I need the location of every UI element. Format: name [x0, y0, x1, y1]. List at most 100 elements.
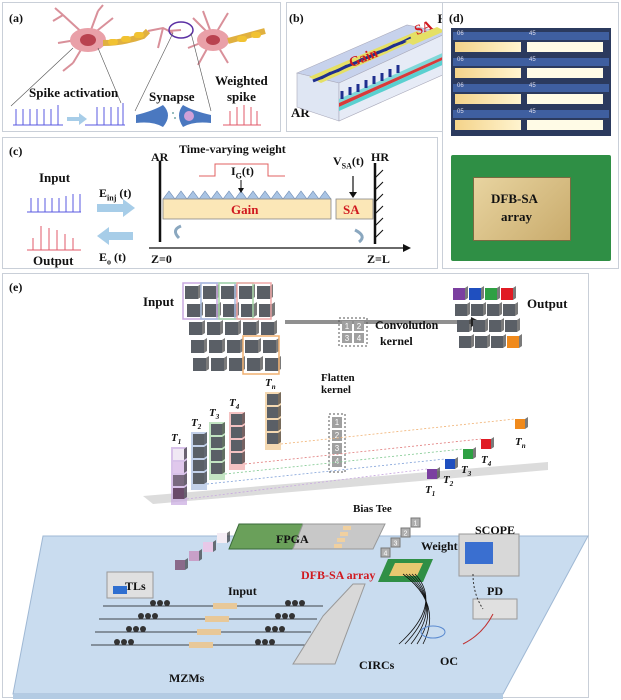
package-label-line1: DFB-SA — [491, 191, 538, 206]
input-matrix-cell — [243, 320, 259, 335]
mapping-dotted-line — [244, 438, 482, 465]
vsa-arg: (t) — [351, 154, 364, 168]
package-label-line2: array — [501, 209, 533, 224]
setup-input-label: Input — [228, 584, 257, 598]
vsa-label: VSA(t) — [333, 154, 364, 170]
fiber-spool — [275, 613, 281, 619]
output-matrix-cell — [459, 334, 474, 348]
e-o-arg: (t) — [111, 250, 127, 264]
panel-c: (c) Input Output Einj (t — [2, 137, 438, 269]
output-matrix-cell — [469, 286, 484, 300]
chip-gain-pad — [455, 94, 521, 104]
time-slot-output-cell — [463, 447, 476, 459]
fiber-spool — [126, 626, 132, 632]
pd-box — [472, 598, 518, 620]
weight-box — [400, 527, 411, 538]
chip-row-value: 45 — [529, 31, 536, 37]
chip-row-value: 45 — [529, 83, 536, 89]
mzm-modulator — [197, 629, 221, 635]
synapse-image — [136, 105, 211, 127]
z0-label: Z=0 — [151, 252, 172, 266]
time-slot-cell — [267, 392, 281, 405]
input-matrix-cell — [209, 338, 225, 353]
mapping-dotted-line — [280, 418, 516, 445]
flatten-kernel-cell — [332, 430, 342, 441]
input-matrix-cell — [261, 320, 277, 335]
synapse-highlight-circle — [168, 21, 194, 39]
e-inj-sub: inj — [107, 193, 117, 203]
gain-section — [162, 198, 332, 220]
activated-spike-train — [85, 103, 125, 126]
fiber-spool — [140, 626, 146, 632]
weight-box-number: 2 — [404, 531, 408, 538]
input-matrix-cell — [247, 356, 263, 371]
time-slot-cell — [231, 438, 245, 451]
chip-sa-pad — [527, 68, 603, 78]
weight-box — [380, 547, 391, 558]
bias-tee-component — [334, 544, 342, 548]
panel-b: (b) HR AR Gain SA — [286, 2, 466, 132]
fiber-spool — [164, 600, 170, 606]
chip-row-bar — [453, 58, 609, 66]
fiber-spool — [282, 613, 288, 619]
chip-row-id: 06 — [457, 57, 464, 63]
input-kernel-window — [218, 282, 254, 320]
fiber-spool — [292, 600, 298, 606]
chip-gain-pad — [455, 120, 521, 130]
chip-row-id: 06 — [457, 83, 464, 89]
input-matrix-cell — [185, 284, 201, 299]
neuron-left — [52, 4, 114, 72]
time-slot-cell — [173, 447, 187, 460]
axon-left — [102, 28, 151, 46]
e-inj-label: Einj (t) — [99, 186, 131, 202]
input-matrix-cell — [227, 338, 243, 353]
time-slot-label-input: T2 — [191, 417, 202, 432]
e-o-sub: o — [107, 257, 112, 267]
ig-sub: G — [235, 171, 242, 181]
modulation-input-cube — [203, 540, 216, 552]
panel-e-label: (e) — [9, 280, 23, 294]
time-slot-cell — [173, 460, 187, 473]
pd-label: PD — [487, 584, 503, 598]
output-fiber — [398, 573, 427, 645]
input-matrix-cell — [189, 320, 205, 335]
output-matrix-cell — [485, 286, 500, 300]
panel-d-label: (d) — [449, 11, 464, 25]
fiber-spool — [138, 613, 144, 619]
fiber-spool — [255, 639, 261, 645]
neuron-illustration — [10, 4, 266, 127]
conv-kernel-cell-number: 3 — [345, 334, 350, 343]
time-slot-output-cell — [445, 457, 458, 469]
sa-label-c: SA — [343, 202, 360, 217]
chip-row-value: 45 — [529, 109, 536, 115]
circs-label: CIRCs — [359, 658, 395, 672]
input-kernel-window-n — [242, 335, 280, 375]
time-slot-cell — [193, 458, 207, 471]
grating-teeth — [162, 190, 332, 200]
output-spikes — [27, 226, 81, 251]
time-slot-cell — [211, 448, 225, 461]
tls-display — [113, 586, 127, 594]
weighted-spike-train — [223, 105, 261, 126]
output-label: Output — [33, 253, 74, 268]
bias-tee-component — [343, 526, 351, 530]
zoom-lines — [10, 32, 212, 112]
output-fiber — [404, 573, 427, 645]
time-slot-cell — [267, 405, 281, 418]
mzm-modulator — [189, 642, 213, 648]
input-matrix-cell — [241, 302, 257, 317]
output-fiber — [408, 573, 427, 645]
fiber-spool — [299, 600, 305, 606]
spike-activation-label: Spike activation — [29, 85, 119, 100]
injection-arrow — [97, 199, 135, 217]
conv-kernel-cell-number: 2 — [357, 322, 362, 331]
vsa-symbol: V — [333, 154, 342, 168]
fiber-spool — [121, 639, 127, 645]
output-matrix-label: Output — [527, 296, 568, 311]
chip-gain-pad — [455, 68, 521, 78]
input-kernel-window — [236, 282, 272, 320]
panel-a-label: (a) — [9, 11, 23, 25]
weight-box-number: 4 — [384, 551, 388, 558]
fiber-spool — [152, 613, 158, 619]
ar-label-c: AR — [151, 150, 169, 164]
